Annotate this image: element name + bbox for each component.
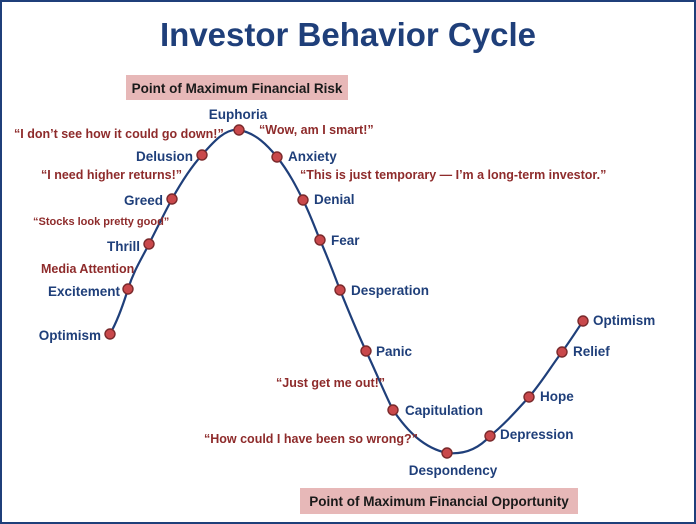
stage-label-fear: Fear — [331, 233, 360, 248]
stage-label-depression: Depression — [500, 427, 574, 442]
stage-label-euphoria: Euphoria — [209, 107, 268, 122]
stage-label-greed: Greed — [124, 193, 163, 208]
marker-euphoria — [233, 124, 245, 136]
quote-so-wrong: “How could I have been so wrong?” — [204, 432, 418, 446]
risk-callout-label: Point of Maximum Financial Risk — [132, 81, 343, 96]
stage-labels: Optimism Excitement Thrill Greed Delusio… — [39, 107, 656, 478]
risk-callout: Point of Maximum Financial Risk — [126, 75, 348, 100]
marker-delusion — [196, 149, 208, 161]
quote-could-go-down: “I don’t see how it could go down!” — [14, 127, 224, 141]
quote-get-me-out: “Just get me out!” — [276, 376, 385, 390]
stage-label-despondency: Despondency — [409, 463, 498, 478]
marker-greed — [166, 193, 178, 205]
marker-fear — [314, 234, 326, 246]
stage-label-anxiety: Anxiety — [288, 149, 337, 164]
marker-depression — [484, 430, 496, 442]
stage-label-desperation: Desperation — [351, 283, 429, 298]
marker-denial — [297, 194, 309, 206]
opportunity-callout-box — [300, 488, 578, 514]
marker-despondency — [441, 447, 453, 459]
quote-stocks-look-good: “Stocks look pretty good” — [33, 216, 169, 228]
quote-just-temporary: “This is just temporary — I’m a long-ter… — [300, 168, 606, 182]
risk-callout-box — [126, 75, 348, 100]
marker-capitulation — [387, 404, 399, 416]
marker-panic — [360, 345, 372, 357]
stage-label-panic: Panic — [376, 344, 413, 359]
stage-markers — [104, 124, 589, 459]
investor-quotes: Media Attention “Stocks look pretty good… — [14, 123, 606, 446]
stage-label-optimism-start: Optimism — [39, 328, 101, 343]
marker-relief — [556, 346, 568, 358]
diagram-title: Investor Behavior Cycle — [160, 16, 536, 53]
marker-optimism-end — [577, 315, 589, 327]
opportunity-callout: Point of Maximum Financial Opportunity — [300, 488, 578, 514]
quote-higher-returns: “I need higher returns!” — [41, 168, 182, 182]
stage-label-optimism-end: Optimism — [593, 313, 655, 328]
stage-label-hope: Hope — [540, 389, 574, 404]
marker-anxiety — [271, 151, 283, 163]
stage-label-thrill: Thrill — [107, 239, 140, 254]
opportunity-callout-label: Point of Maximum Financial Opportunity — [309, 494, 569, 509]
marker-optimism-start — [104, 328, 116, 340]
quote-am-i-smart: “Wow, am I smart!” — [259, 123, 374, 137]
stage-label-denial: Denial — [314, 192, 355, 207]
marker-thrill — [143, 238, 155, 250]
stage-label-delusion: Delusion — [136, 149, 193, 164]
marker-excitement — [122, 283, 134, 295]
marker-hope — [523, 391, 535, 403]
stage-label-capitulation: Capitulation — [405, 403, 483, 418]
marker-desperation — [334, 284, 346, 296]
stage-label-relief: Relief — [573, 344, 610, 359]
stage-label-excitement: Excitement — [48, 284, 121, 299]
quote-media-attention: Media Attention — [41, 262, 134, 276]
